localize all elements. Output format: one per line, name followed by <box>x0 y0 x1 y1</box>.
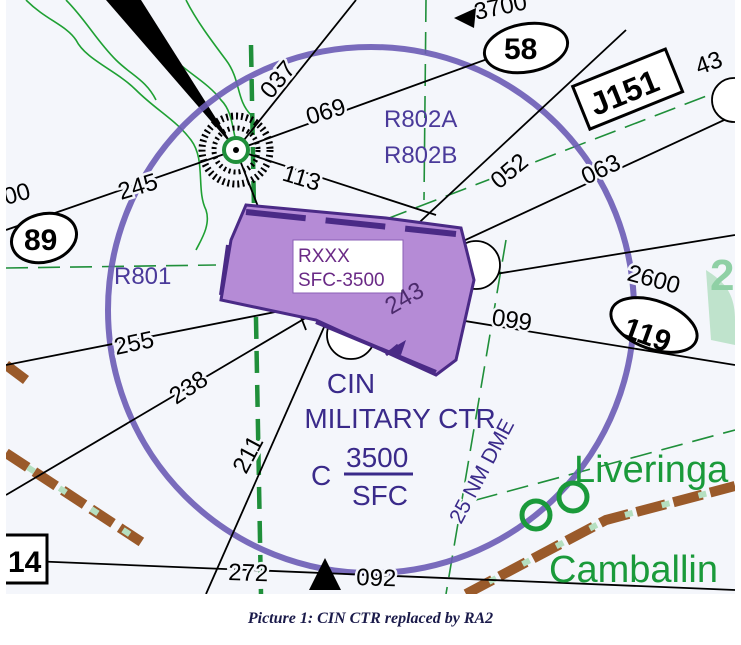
r802b-label: R802B <box>384 142 457 169</box>
r802a-label: R802A <box>384 106 457 133</box>
town-markers <box>519 480 590 532</box>
route-shield-89-label: 89 <box>24 224 57 257</box>
airport-circle <box>711 77 735 123</box>
town-camballin-label: Camballin <box>549 549 718 591</box>
brown-roads <box>6 361 735 594</box>
airway-wedge <box>106 0 236 150</box>
route-shield-58: 58 <box>482 21 570 75</box>
box-14-label: 14 <box>8 546 42 579</box>
ctr-name-line2: MILITARY CTR <box>304 403 495 434</box>
vor-compass-rose <box>198 112 274 188</box>
route-shield-58-label: 58 <box>504 33 537 66</box>
radial-099-label: 099 <box>490 304 533 336</box>
radial-272-label: 272 <box>228 559 269 587</box>
reporting-point-triangle-icon <box>309 558 341 590</box>
ra-label-line2: SFC-3500 <box>298 270 385 291</box>
figure-caption: Picture 1: CIN CTR replaced by RA2 <box>247 610 494 627</box>
ctr-class-label: C <box>311 460 331 491</box>
green-dashed-lines <box>6 0 735 594</box>
route-shield-89: 89 <box>10 211 78 265</box>
ra-arrow-icon <box>386 340 406 355</box>
ctr-name-line1: CIN <box>327 368 375 399</box>
town-liveringa-label: Liveringa <box>574 449 729 491</box>
ra-label-box <box>292 239 404 294</box>
radial-092-label: 092 <box>356 564 397 592</box>
aeronautical-chart: RXXX SFC-3500 037 069 245 113 052 063 09… <box>6 0 735 594</box>
box-14 <box>6 533 49 585</box>
heading-arrow-icon <box>454 8 476 28</box>
edge-digit: 2 <box>710 251 734 300</box>
ctr-upper-limit: 3500 <box>346 442 408 473</box>
ctr-lower-limit: SFC <box>352 480 408 511</box>
r801-label: R801 <box>114 263 171 290</box>
ra-label-line1: RXXX <box>298 246 350 267</box>
